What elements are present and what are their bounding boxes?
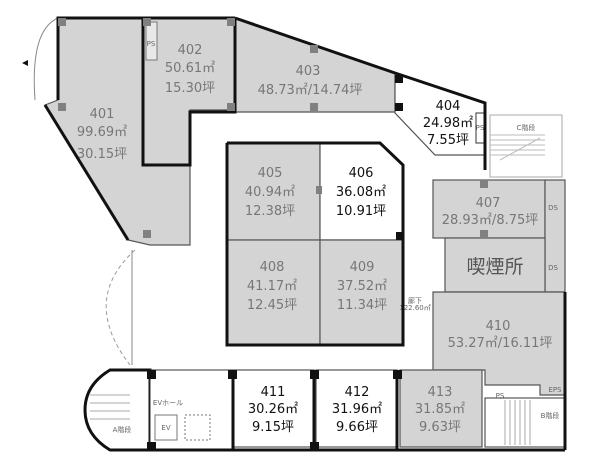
svg-text:41.17㎡: 41.17㎡	[247, 279, 297, 294]
svg-text:48.73㎡/14.74坪: 48.73㎡/14.74坪	[258, 83, 363, 98]
svg-text:11.34坪: 11.34坪	[337, 298, 387, 313]
svg-text:C階段: C階段	[517, 123, 536, 132]
room-406[interactable]: 406 36.08㎡ 10.91坪	[319, 142, 404, 241]
ev-hall: EVホール EV	[149, 369, 234, 451]
svg-text:EPS: EPS	[548, 386, 562, 394]
stairs-a[interactable]: A階段	[83, 368, 152, 452]
svg-text:12.45坪: 12.45坪	[247, 298, 297, 313]
svg-text:31.85㎡: 31.85㎡	[415, 402, 465, 417]
svg-text:B階段: B階段	[541, 411, 560, 420]
ds-shaft: DS DS	[544, 179, 566, 293]
svg-text:9.15坪: 9.15坪	[252, 420, 294, 435]
svg-text:EV: EV	[161, 424, 170, 432]
svg-text:PS: PS	[496, 392, 505, 400]
svg-text:53.27㎡/16.11坪: 53.27㎡/16.11坪	[448, 336, 553, 351]
room-405[interactable]: 405 40.94㎡ 12.38坪	[226, 142, 321, 241]
svg-text:37.52㎡: 37.52㎡	[337, 279, 387, 294]
svg-text:7.55坪: 7.55坪	[427, 133, 469, 148]
svg-text:31.96㎡: 31.96㎡	[332, 402, 382, 417]
svg-text:28.93㎡/8.75坪: 28.93㎡/8.75坪	[442, 213, 539, 228]
room-411[interactable]: 411 30.26㎡ 9.15坪	[232, 369, 315, 448]
svg-text:PS: PS	[147, 40, 156, 48]
outer-curve	[33, 17, 59, 101]
svg-text:廊下: 廊下	[408, 296, 422, 305]
room-408[interactable]: 408 41.17㎡ 12.45坪	[226, 239, 321, 346]
svg-text:50.61㎡: 50.61㎡	[165, 61, 215, 76]
svg-text:401: 401	[90, 107, 115, 122]
svg-text:411: 411	[261, 385, 286, 400]
svg-text:403: 403	[296, 64, 321, 79]
svg-text:A階段: A階段	[113, 425, 132, 434]
svg-text:404: 404	[436, 99, 461, 114]
svg-text:9.63坪: 9.63坪	[419, 420, 461, 435]
svg-text:EVホール: EVホール	[153, 399, 183, 407]
svg-text:402: 402	[178, 43, 203, 58]
dashed-arc	[105, 249, 136, 366]
svg-text:30.15坪: 30.15坪	[77, 147, 127, 162]
entrance-arrow-icon	[22, 60, 28, 66]
room-403[interactable]: 403 48.73㎡/14.74坪	[234, 17, 396, 113]
svg-text:413: 413	[428, 385, 453, 400]
stairs-b[interactable]: PS B階段	[484, 392, 566, 448]
smoking-room[interactable]: 喫煙所	[444, 237, 546, 293]
svg-text:30.26㎡: 30.26㎡	[248, 402, 298, 417]
svg-text:408: 408	[260, 260, 285, 275]
svg-text:36.08㎡: 36.08㎡	[336, 185, 386, 200]
svg-text:406: 406	[349, 166, 374, 181]
svg-text:9.66坪: 9.66坪	[336, 420, 378, 435]
room-404[interactable]: PS 404 24.98㎡ 7.55坪	[394, 72, 486, 156]
svg-text:405: 405	[258, 166, 283, 181]
svg-text:99.69㎡: 99.69㎡	[77, 125, 127, 140]
columns	[58, 18, 488, 451]
svg-text:409: 409	[350, 260, 375, 275]
room-407[interactable]: 407 28.93㎡/8.75坪	[432, 179, 546, 239]
room-410[interactable]: 410 53.27㎡/16.11坪 EPS	[432, 291, 566, 396]
svg-text:10.91坪: 10.91坪	[336, 204, 386, 219]
svg-text:412: 412	[345, 385, 370, 400]
stairs-c[interactable]: C階段	[489, 114, 563, 178]
svg-text:24.98㎡: 24.98㎡	[423, 116, 473, 131]
svg-text:12.38坪: 12.38坪	[245, 204, 295, 219]
svg-text:15.30坪: 15.30坪	[165, 81, 215, 96]
svg-text:122.60㎡: 122.60㎡	[399, 304, 431, 312]
svg-text:410: 410	[486, 319, 511, 334]
svg-text:PS: PS	[476, 124, 485, 132]
elevator[interactable]	[154, 414, 178, 441]
room-413[interactable]: 413 31.85㎡ 9.63坪	[399, 369, 483, 448]
room-409[interactable]: 409 37.52㎡ 11.34坪	[319, 239, 404, 346]
room-412[interactable]: 412 31.96㎡ 9.66坪	[315, 369, 398, 448]
corridor-label: 廊下 122.60㎡	[399, 296, 431, 312]
svg-text:407: 407	[476, 196, 501, 211]
svg-text:40.94㎡: 40.94㎡	[245, 185, 295, 200]
svg-text:DS: DS	[548, 264, 558, 272]
svg-text:喫煙所: 喫煙所	[466, 256, 523, 278]
svg-text:DS: DS	[548, 204, 558, 212]
